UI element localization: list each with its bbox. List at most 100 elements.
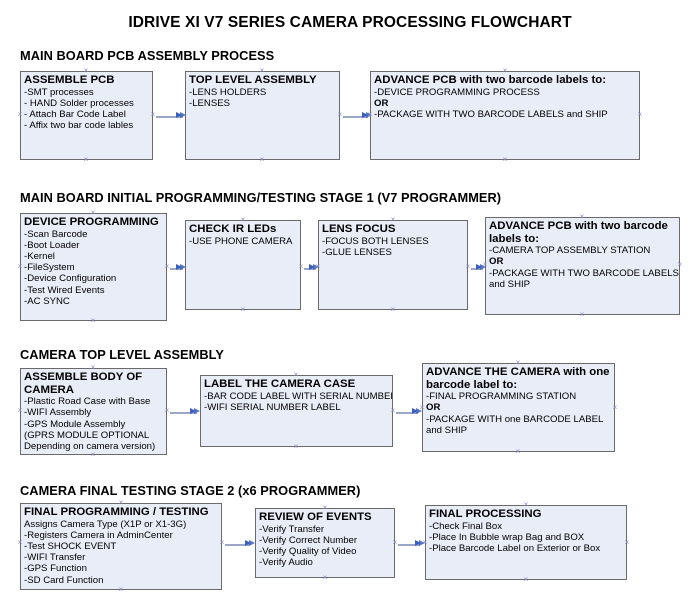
node-line: -FileSystem <box>24 262 75 274</box>
node-line: -WIFI Transfer <box>24 552 86 564</box>
arrow-head-icon <box>313 264 319 270</box>
arrow-line <box>396 412 418 414</box>
arrow-head-icon <box>480 264 486 270</box>
node-line: OR <box>426 402 441 414</box>
node-line: -FINAL PROGRAMMING STATION <box>426 391 577 403</box>
arrow-head-icon <box>362 112 368 118</box>
arrow-line <box>156 116 183 118</box>
node-line: -PACKAGE WITH TWO BARCODE LABELS <box>489 267 679 279</box>
node-line: -PACKAGE WITH one BARCODE LABEL <box>426 413 604 425</box>
node-line: Assigns Camera Type (X1P or X1-3G) <box>24 518 187 530</box>
node-line: -Verify Correct Number <box>259 534 358 546</box>
arrow-head-icon <box>416 408 422 414</box>
node-label-the-camera-case[interactable]: LABEL THE CAMERA CASE -BAR CODE LABEL WI… <box>200 375 393 447</box>
section-heading-camera-top-level-assembly: CAMERA TOP LEVEL ASSEMBLY <box>20 347 224 362</box>
node-line: -Verify Audio <box>259 557 313 569</box>
node-title: FINAL PROGRAMMING / TESTING <box>24 506 209 518</box>
node-line: -Verify Quality of Video <box>259 546 357 557</box>
arrow-head-icon <box>249 540 255 546</box>
arrow-line <box>398 544 420 546</box>
node-title: ASSEMBLE PCB <box>24 74 115 86</box>
node-line: -BAR CODE LABEL WITH SERIAL NUMBER <box>204 390 393 402</box>
node-line: -Scan Barcode <box>24 228 88 240</box>
node-line: Depending on camera version) <box>24 441 156 452</box>
arrow-head-icon <box>190 408 196 414</box>
node-line: -GPS Module Assembly <box>24 418 126 430</box>
node-line: -Test SHOCK EVENT <box>24 541 117 552</box>
node-line: -PACKAGE WITH TWO BARCODE LABELS and SHI… <box>374 109 608 120</box>
node-line: OR <box>489 256 504 268</box>
node-title: CHECK IR LEDs <box>189 223 277 235</box>
node-title: FINAL PROCESSING <box>429 508 542 520</box>
node-device-programming[interactable]: DEVICE PROGRAMMING -Scan Barcode -Boot L… <box>20 213 167 321</box>
node-advance-pcb-camera-top-assembly[interactable]: ADVANCE PCB with two barcode labels to: … <box>485 217 680 315</box>
node-line: -SD Card Function <box>24 574 104 586</box>
node-line: -CAMERA TOP ASSEMBLY STATION <box>489 245 651 257</box>
section-heading-camera-final-testing-stage-2: CAMERA FINAL TESTING STAGE 2 (x6 PROGRAM… <box>20 483 361 498</box>
arrow-head-icon <box>415 540 421 546</box>
node-assemble-body-of-camera[interactable]: ASSEMBLE BODY OF CAMERA -Plastic Road Ca… <box>20 368 167 455</box>
arrow-head-icon <box>180 112 186 118</box>
node-advance-camera-one-barcode-label[interactable]: ADVANCE THE CAMERA with one barcode labe… <box>422 363 615 452</box>
node-final-programming-testing[interactable]: FINAL PROGRAMMING / TESTING Assigns Came… <box>20 503 222 590</box>
arrow-line <box>225 544 250 546</box>
node-title: REVIEW OF EVENTS <box>259 511 372 523</box>
node-line: -Device Configuration <box>24 273 117 285</box>
node-line: -WIFI SERIAL NUMBER LABEL <box>204 401 341 413</box>
arrow-head-icon <box>176 264 182 270</box>
arrow-head-icon <box>366 112 372 118</box>
node-check-ir-leds[interactable]: CHECK IR LEDs -USE PHONE CAMERA <box>185 220 301 310</box>
node-title: ASSEMBLE BODY OF CAMERA <box>24 371 143 396</box>
node-line: -Place Barcode Label on Exterior or Box <box>429 543 601 554</box>
node-title: LENS FOCUS <box>322 223 396 235</box>
arrow-head-icon <box>309 264 315 270</box>
node-line: -GLUE LENSES <box>322 246 392 258</box>
node-line: -LENS HOLDERS <box>189 86 267 98</box>
node-line: -USE PHONE CAMERA <box>189 235 293 247</box>
node-review-of-events[interactable]: REVIEW OF EVENTS -Verify Transfer -Verif… <box>255 508 395 578</box>
arrow-head-icon <box>176 112 182 118</box>
arrow-head-icon <box>419 540 425 546</box>
node-line: -Place In Bubble wrap Bag and BOX <box>429 531 585 543</box>
node-line: (GPRS MODULE OPTIONAL <box>24 429 150 441</box>
node-title: ADVANCE THE CAMERA with one barcode labe… <box>426 366 610 391</box>
section-heading-main-board-initial-programming: MAIN BOARD INITIAL PROGRAMMING/TESTING S… <box>20 190 502 205</box>
section-heading-main-board-pcb-assembly: MAIN BOARD PCB ASSEMBLY PROCESS <box>20 48 275 63</box>
node-line: -Test Wired Events <box>24 284 105 296</box>
node-line: -SMT processes <box>24 86 94 98</box>
node-line: - Affix two bar code lables <box>24 120 134 132</box>
node-line: -AC SYNC <box>24 295 70 307</box>
arrow-head-icon <box>412 408 418 414</box>
node-line: and SHIP <box>489 278 531 290</box>
node-line: -WIFI Assembly <box>24 407 92 419</box>
node-line: -Boot Loader <box>24 239 80 251</box>
node-title: ADVANCE PCB with two barcode labels to: <box>489 220 668 245</box>
arrow-head-icon <box>180 264 186 270</box>
node-title: DEVICE PROGRAMMING <box>24 216 159 228</box>
arrow-head-icon <box>476 264 482 270</box>
node-line: - Attach Bar Code Label <box>24 109 126 120</box>
node-line: -Verify Transfer <box>259 523 325 535</box>
node-line: and SHIP <box>426 424 468 436</box>
node-line: OR <box>374 97 389 109</box>
node-line: -DEVICE PROGRAMMING PROCESS <box>374 86 540 98</box>
node-line: -Kernel <box>24 251 55 262</box>
node-line: -Plastic Road Case with Base <box>24 396 151 408</box>
node-line: -GPS Function <box>24 563 87 575</box>
node-line: -Check Final Box <box>429 520 503 532</box>
node-line: - HAND Solder processes <box>24 97 134 109</box>
page-title: IDRIVE XI V7 SERIES CAMERA PROCESSING FL… <box>128 14 572 31</box>
node-title: TOP LEVEL ASSEMBLY <box>189 74 317 86</box>
node-assemble-pcb[interactable]: ASSEMBLE PCB -SMT processes - HAND Solde… <box>20 71 153 160</box>
node-advance-pcb-two-barcode-labels[interactable]: ADVANCE PCB with two barcode labels to: … <box>370 71 640 160</box>
node-line: -Registers Camera in AdminCenter <box>24 529 173 541</box>
node-title: LABEL THE CAMERA CASE <box>204 378 356 390</box>
node-final-processing[interactable]: FINAL PROCESSING -Check Final Box -Place… <box>425 505 627 580</box>
arrow-head-icon <box>194 408 200 414</box>
node-line: -LENSES <box>189 97 231 109</box>
arrow-line <box>343 116 368 118</box>
arrow-head-icon <box>245 540 251 546</box>
arrow-line <box>170 412 197 414</box>
node-top-level-assembly[interactable]: TOP LEVEL ASSEMBLY -LENS HOLDERS -LENSES <box>185 71 340 160</box>
node-lens-focus[interactable]: LENS FOCUS -FOCUS BOTH LENSES -GLUE LENS… <box>318 220 468 310</box>
